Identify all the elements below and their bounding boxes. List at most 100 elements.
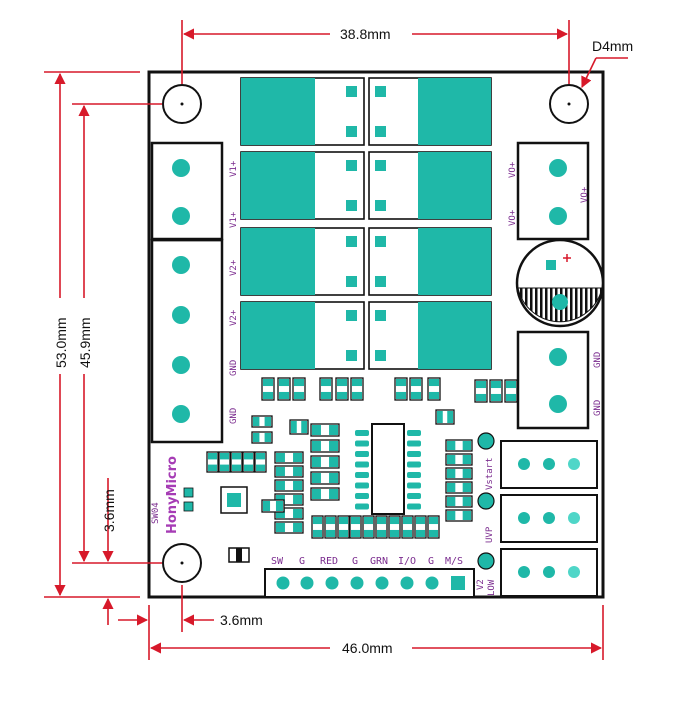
smd-part [324, 515, 337, 539]
pin-label-red: RED [320, 556, 338, 567]
smd-pad [329, 473, 338, 483]
smd-pad [279, 391, 289, 399]
smd-pad [329, 441, 338, 451]
label-v1-bottom: V1+ [229, 211, 239, 228]
smd-pad [351, 517, 360, 525]
small-ic [183, 486, 250, 563]
smd-pad [256, 464, 265, 471]
ic-pin [355, 461, 369, 468]
smd-pad [390, 529, 399, 537]
silkscreen-labels: V1+ V1+ V2+ V2+ GND GND VO+ VO+ VO+ GND … [151, 160, 603, 596]
smd-pad [337, 379, 347, 387]
smd-pad [339, 517, 348, 525]
mosfet-pin [375, 86, 386, 97]
smd-pad [244, 453, 253, 460]
smd-part [349, 515, 362, 539]
smd-pad [429, 391, 439, 399]
smd-pad [364, 529, 373, 537]
mosfet-pin [375, 200, 386, 211]
smd-pad [293, 495, 302, 504]
smd-part [218, 451, 231, 473]
smd-pad [506, 393, 516, 401]
capacitor [515, 238, 605, 328]
smd-pad [337, 391, 347, 399]
smd-pad [263, 379, 273, 387]
smd-pad [476, 393, 486, 401]
smd-pad [276, 481, 285, 490]
smd-pad [312, 425, 321, 435]
smd-part [242, 451, 255, 473]
ic-pin [407, 493, 421, 499]
smd-pad [293, 453, 302, 462]
smd-pad [447, 411, 453, 423]
smd-pad [232, 464, 241, 471]
smd-part [274, 521, 304, 534]
smd-part [445, 467, 473, 480]
dimension-lines [44, 20, 628, 660]
smd-part [311, 515, 324, 539]
smd-part [445, 509, 473, 522]
smd-pad [447, 441, 456, 450]
mosfet-pin [375, 160, 386, 171]
smd-pad [462, 469, 471, 478]
ic-pin [355, 430, 369, 436]
smd-part [251, 431, 273, 444]
smd-pad [447, 455, 456, 464]
smd-pad [411, 391, 421, 399]
smd-pad [462, 511, 471, 520]
mosfet-pin [346, 200, 357, 211]
model-label: SW04 [151, 502, 161, 524]
ic-pin [407, 461, 421, 468]
pin-label-g3: G [428, 556, 434, 567]
smd-pad [476, 381, 486, 389]
smd-pad [329, 457, 338, 467]
smd-pad [462, 497, 471, 506]
smd-pad [312, 473, 321, 483]
label-uvp: UVP [485, 526, 495, 543]
smd-pad [275, 501, 283, 511]
mosfet-tab [241, 78, 315, 145]
smd-pad [491, 393, 501, 401]
smd-pad [411, 379, 421, 387]
smd-part [445, 495, 473, 508]
smd-pad [263, 501, 271, 511]
smd-pad [276, 467, 285, 476]
smd-part [251, 415, 273, 428]
smd-part [362, 515, 375, 539]
ic-pin [407, 472, 421, 478]
dim-top-width: 38.8mm [340, 26, 391, 42]
smd-part [427, 515, 440, 539]
ic-pin [407, 440, 421, 447]
ic-pin [407, 503, 421, 510]
terminal-block-right [516, 141, 590, 430]
smd-pad [313, 517, 322, 525]
label-gnd-left-a: GND [229, 360, 239, 376]
label-gnd-right-b: GND [593, 400, 603, 416]
smd-pad [416, 529, 425, 537]
mosfet-tab [241, 302, 315, 369]
smd-part [230, 451, 243, 473]
mosfet-pin [375, 126, 386, 137]
mosfet-pin [346, 160, 357, 171]
pin-label-grn: GRN [370, 556, 388, 567]
mosfet-pin [346, 236, 357, 247]
mosfet-pin [375, 350, 386, 361]
smd-pad [256, 453, 265, 460]
smd-part [445, 439, 473, 452]
smd-pad [263, 391, 273, 399]
smd-pad [364, 517, 373, 525]
smd-part [274, 507, 304, 520]
terminal-block-left [150, 141, 224, 444]
dim-bottom-offset: 3.6mm [220, 612, 263, 628]
smd-pad [294, 379, 304, 387]
smd-pad [352, 391, 362, 399]
mosfet-tab [418, 152, 491, 219]
smd-pad [403, 517, 412, 525]
smd-pad [462, 455, 471, 464]
mosfet-pin [346, 86, 357, 97]
mosfet-tab [241, 228, 315, 295]
smd-pad [253, 417, 260, 426]
label-v1-top: V1+ [229, 160, 239, 177]
smd-pad [403, 529, 412, 537]
